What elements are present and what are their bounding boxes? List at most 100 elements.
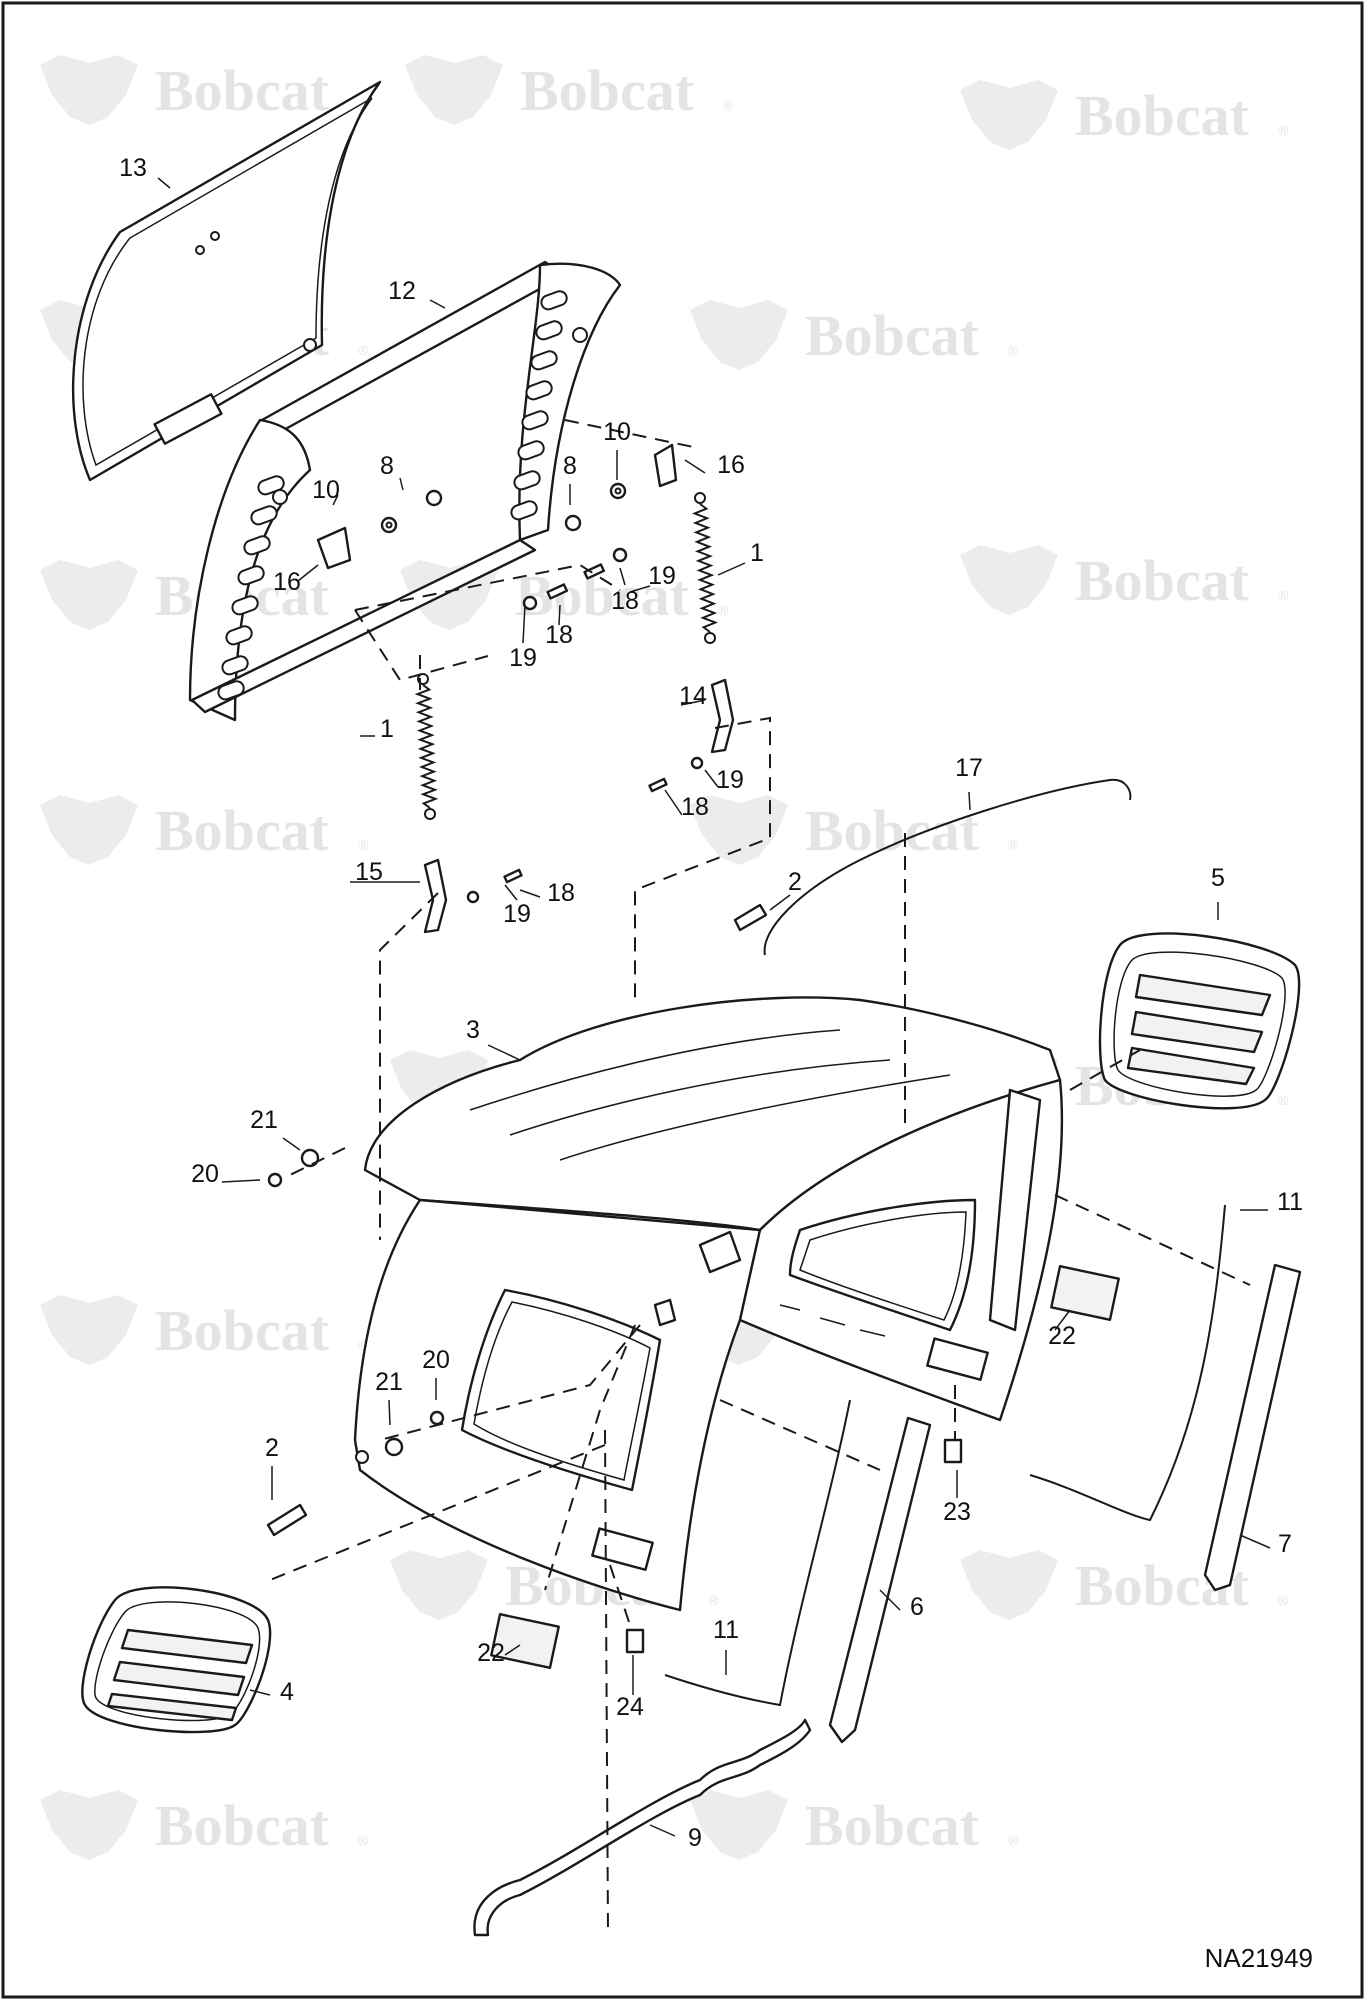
callout-number: 11: [713, 1616, 739, 1644]
bobcat-watermark: Bobcat®: [40, 55, 369, 125]
callout-number: 2: [265, 1434, 279, 1462]
bobcat-head-icon: [405, 55, 503, 125]
part-11-seal-left: [664, 1399, 851, 1707]
callout-leader: [332, 494, 339, 506]
callout-number: 16: [273, 568, 301, 596]
callout-leader: [504, 884, 518, 901]
callout-number: 20: [191, 1160, 219, 1188]
bobcat-watermark: Bobcat ®: [690, 795, 1019, 865]
callout-number: 19: [648, 562, 676, 590]
callout-number: 8: [563, 452, 577, 480]
callout-number: 18: [611, 587, 639, 615]
part-5-rear-vent: [1098, 932, 1301, 1110]
watermark-brand: Bobcat: [520, 58, 695, 123]
callout-leader: [487, 1044, 521, 1061]
bobcat-head-icon: [40, 560, 138, 630]
callout-leader-lines: [157, 177, 1271, 1837]
callout-leader: [684, 459, 706, 474]
bobcat-watermark: Bobcat®: [690, 1790, 1019, 1860]
fasteners-lower: [266, 903, 1120, 1669]
callout-number: 19: [509, 644, 537, 672]
part-17-roof-cable: [763, 778, 1132, 956]
frame-slot: [510, 500, 538, 521]
callout-number: 18: [545, 621, 573, 649]
frame-slot: [513, 470, 541, 491]
bobcat-head-icon: [40, 55, 138, 125]
part-6-side-strip: [828, 1416, 932, 1744]
watermark-brand: Bobcat: [805, 303, 980, 368]
drawing-id: NA21949: [1205, 1943, 1313, 1973]
callout-number: 8: [380, 452, 394, 480]
watermark-mark: ®: [1008, 837, 1019, 853]
callout-leader: [717, 562, 746, 576]
callout-number: 12: [388, 277, 416, 305]
callout-number: 7: [1278, 1530, 1292, 1558]
callout-leader: [221, 1179, 261, 1183]
bobcat-watermark: Bobcat®: [400, 560, 729, 630]
watermark-brand: Bobcat: [155, 798, 330, 863]
watermark-mark: ®: [1278, 1092, 1289, 1108]
callout-leader: [1054, 1309, 1071, 1331]
frame-slot: [231, 595, 259, 616]
callout-number: 13: [119, 154, 147, 182]
watermark-mark: ®: [1278, 122, 1289, 138]
callout-leader: [429, 299, 446, 309]
frame-slot: [243, 535, 271, 556]
watermark-brand: Bobcat: [155, 58, 330, 123]
watermark-mark: ®: [358, 602, 369, 618]
fasteners-upper: [316, 443, 678, 611]
part-13-rear-window: [71, 80, 382, 482]
watermark-brand: Bobcat: [155, 1298, 330, 1363]
watermark-mark: ®: [723, 97, 734, 113]
bobcat-watermark: Bobcat®: [960, 80, 1289, 150]
bobcat-head-icon: [40, 1790, 138, 1860]
frame-slot: [521, 410, 549, 431]
watermark-mark: ®: [358, 342, 369, 358]
callout-leader: [879, 1589, 901, 1611]
callout-number: 15: [355, 858, 383, 886]
spring-coil: [691, 503, 719, 633]
callout-leader: [157, 177, 171, 189]
bobcat-head-icon: [40, 1295, 138, 1365]
callout-number: 3: [466, 1016, 480, 1044]
callout-number: 4: [280, 1678, 294, 1706]
callout-leader: [629, 585, 651, 593]
callout-leader: [704, 769, 719, 788]
watermark-mark: ®: [1278, 1592, 1289, 1608]
bobcat-watermark: Bobcat®: [960, 1550, 1289, 1620]
bobcat-watermark: Bobcat®: [40, 1295, 369, 1365]
frame-slot: [237, 565, 265, 586]
callout-leader: [1239, 1534, 1271, 1549]
callout-number: 11: [1277, 1188, 1303, 1216]
bobcat-head-icon: [690, 795, 788, 865]
watermark-mark: ®: [358, 1832, 369, 1848]
callout-number: 22: [1048, 1322, 1076, 1350]
part-3-cab-shell: [353, 996, 1064, 1612]
spring-coil: [414, 684, 439, 809]
frame-slot: [517, 440, 545, 461]
callout-number: 19: [503, 900, 531, 928]
callout-number: 14: [679, 682, 707, 710]
callout-leader: [968, 791, 971, 811]
watermark-brand: Bobcat: [155, 1793, 330, 1858]
frame-slot: [525, 380, 553, 401]
watermark-mark: ®: [718, 602, 729, 618]
assembly-leader-lines: [269, 419, 1251, 1931]
callout-leader: [388, 1399, 391, 1426]
watermark-mark: ®: [358, 837, 369, 853]
watermark-brand: Bobcat: [805, 798, 980, 863]
callout-number: 18: [681, 793, 709, 821]
callout-number: 1: [380, 715, 394, 743]
bobcat-watermark: Bobcat ®: [405, 55, 734, 125]
bobcat-head-icon: [690, 1790, 788, 1860]
callout-number: 23: [943, 1498, 971, 1526]
callout-leader: [522, 604, 526, 644]
callout-number: 21: [375, 1368, 403, 1396]
frame-slot: [540, 290, 568, 311]
frame-slot: [225, 625, 253, 646]
callout-number: 17: [955, 754, 983, 782]
frame-slot: [530, 350, 558, 371]
